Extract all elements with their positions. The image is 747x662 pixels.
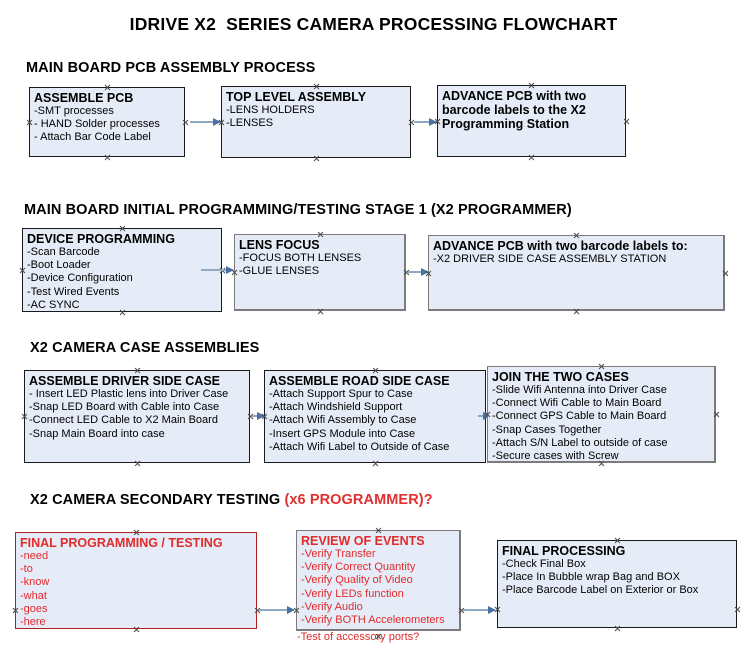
node-line: -Verify Transfer (301, 548, 376, 560)
node-title: FINAL PROCESSING (502, 544, 626, 558)
flow-arrow (259, 606, 295, 614)
node-title: ADVANCE PCB with two barcode labels to t… (442, 89, 587, 131)
node-line: -Place In Bubble wrap Bag and BOX (502, 571, 680, 584)
node-line: -Attach Support Spur to Case (269, 388, 413, 400)
node-line: -Connect Wifi Cable to Main Board (492, 397, 662, 410)
node-advance-pcb-to-programming-station[interactable]: ADVANCE PCB with two barcode labels to t… (437, 85, 626, 157)
node-line: -Verify BOTH Accelerometers (301, 614, 445, 627)
node-title: ADVANCE PCB with two barcode labels to: (433, 239, 688, 253)
section-heading-4-accent: (x6 PROGRAMMER)? (284, 492, 433, 508)
node-line: -LENSES (226, 117, 274, 130)
node-line: -Snap LED Board with Cable into Case (29, 401, 220, 414)
node-line: -need (20, 550, 49, 562)
node-line: -know (20, 576, 50, 589)
node-title: ASSEMBLE DRIVER SIDE CASE (29, 374, 221, 388)
flow-arrow (414, 118, 437, 126)
node-overflow-line: -Test of accessory ports? (297, 631, 420, 643)
node-line: -Boot Loader (27, 259, 91, 272)
node-line: -X2 DRIVER SIDE CASE ASSEMBLY STATION (433, 253, 667, 265)
node-final-programming-testing[interactable]: FINAL PROGRAMMING / TESTING -need -to -k… (15, 532, 257, 629)
flow-arrow (201, 266, 234, 274)
node-line: -Attach Wifi Assembly to Case (269, 414, 417, 427)
node-line: - HAND Solder processes (34, 118, 160, 131)
node-line: -Attach S/N Label to outside of case (492, 436, 668, 449)
node-line: -Slide Wifi Antenna into Driver Case (492, 384, 667, 396)
node-line: -to (20, 563, 33, 576)
node-title: ASSEMBLE ROAD SIDE CASE (269, 374, 450, 388)
node-line: -Scan Barcode (27, 246, 100, 258)
node-line: -Attach Wifi Label to Outside of Case (269, 440, 450, 453)
node-line: -LENS HOLDERS (226, 104, 315, 116)
flow-arrow (408, 268, 429, 276)
node-line: -Snap Cases Together (492, 423, 602, 436)
node-line: -what (20, 589, 47, 602)
node-lens-focus[interactable]: LENS FOCUS -FOCUS BOTH LENSES -GLUE LENS… (234, 234, 406, 311)
node-line: - Insert LED Plastic lens into Driver Ca… (29, 388, 229, 400)
node-title: LENS FOCUS (239, 238, 320, 252)
node-line: -Verify Correct Quantity (301, 561, 416, 574)
node-title: REVIEW OF EVENTS (301, 534, 425, 548)
node-line: -Connect GPS Cable to Main Board (492, 410, 667, 423)
node-assemble-pcb[interactable]: ASSEMBLE PCB -SMT processes - HAND Solde… (29, 87, 185, 157)
node-title: FINAL PROGRAMMING / TESTING (20, 536, 223, 550)
node-line: -here (20, 616, 46, 629)
node-title: DEVICE PROGRAMMING (27, 232, 175, 246)
flow-arrow (463, 606, 496, 614)
section-heading-1: MAIN BOARD PCB ASSEMBLY PROCESS (26, 60, 316, 76)
flow-arrow (190, 118, 221, 126)
node-line: -SMT processes (34, 105, 114, 117)
node-assemble-driver-side-case[interactable]: ASSEMBLE DRIVER SIDE CASE - Insert LED P… (24, 370, 250, 463)
node-line: -Verify Quality of Video (301, 574, 413, 587)
section-heading-4-text: X2 CAMERA SECONDARY TESTING (30, 492, 285, 508)
node-line: -Device Configuration (27, 272, 133, 285)
section-heading-4: X2 CAMERA SECONDARY TESTING (x6 PROGRAMM… (30, 492, 433, 508)
node-advance-pcb-to-driver-side-case[interactable]: ADVANCE PCB with two barcode labels to: … (428, 235, 725, 311)
node-final-processing[interactable]: FINAL PROCESSING -Check Final Box -Place… (497, 540, 737, 628)
node-title: JOIN THE TWO CASES (492, 370, 629, 384)
node-assemble-road-side-case[interactable]: ASSEMBLE ROAD SIDE CASE -Attach Support … (264, 370, 486, 463)
node-device-programming[interactable]: DEVICE PROGRAMMING -Scan Barcode -Boot L… (22, 228, 222, 312)
node-review-of-events[interactable]: REVIEW OF EVENTS -Verify Transfer -Verif… (296, 530, 461, 631)
node-title: TOP LEVEL ASSEMBLY (226, 90, 367, 104)
page-title: IDRIVE X2 SERIES CAMERA PROCESSING FLOWC… (129, 14, 618, 34)
node-line: -Connect LED Cable to X2 Main Board (29, 414, 218, 427)
node-line: -Snap Main Board into case (29, 427, 165, 440)
flow-arrow (252, 412, 265, 420)
node-line: -Place Barcode Label on Exterior or Box (502, 584, 699, 597)
node-line: -FOCUS BOTH LENSES (239, 252, 362, 264)
node-line: -Insert GPS Module into Case (269, 427, 416, 440)
node-top-level-assembly[interactable]: TOP LEVEL ASSEMBLY -LENS HOLDERS -LENSES (221, 86, 411, 158)
node-join-the-two-cases[interactable]: JOIN THE TWO CASES -Slide Wifi Antenna i… (487, 366, 716, 463)
node-line: -AC SYNC (27, 298, 80, 311)
node-line: -goes (20, 602, 48, 615)
node-line: -Secure cases with Screw (492, 450, 619, 463)
node-line: -Test Wired Events (27, 285, 120, 298)
node-line: -Check Final Box (502, 558, 586, 570)
node-line: -Attach Windshield Support (269, 401, 403, 414)
node-line: - Attach Bar Code Label (34, 131, 151, 144)
section-heading-2: MAIN BOARD INITIAL PROGRAMMING/TESTING S… (24, 202, 572, 218)
section-heading-3: X2 CAMERA CASE ASSEMBLIES (30, 340, 260, 356)
node-line: -Verify LEDs function (301, 587, 404, 600)
node-line: -GLUE LENSES (239, 265, 320, 278)
node-title: ASSEMBLE PCB (34, 91, 134, 105)
node-line: -Verify Audio (301, 600, 363, 613)
